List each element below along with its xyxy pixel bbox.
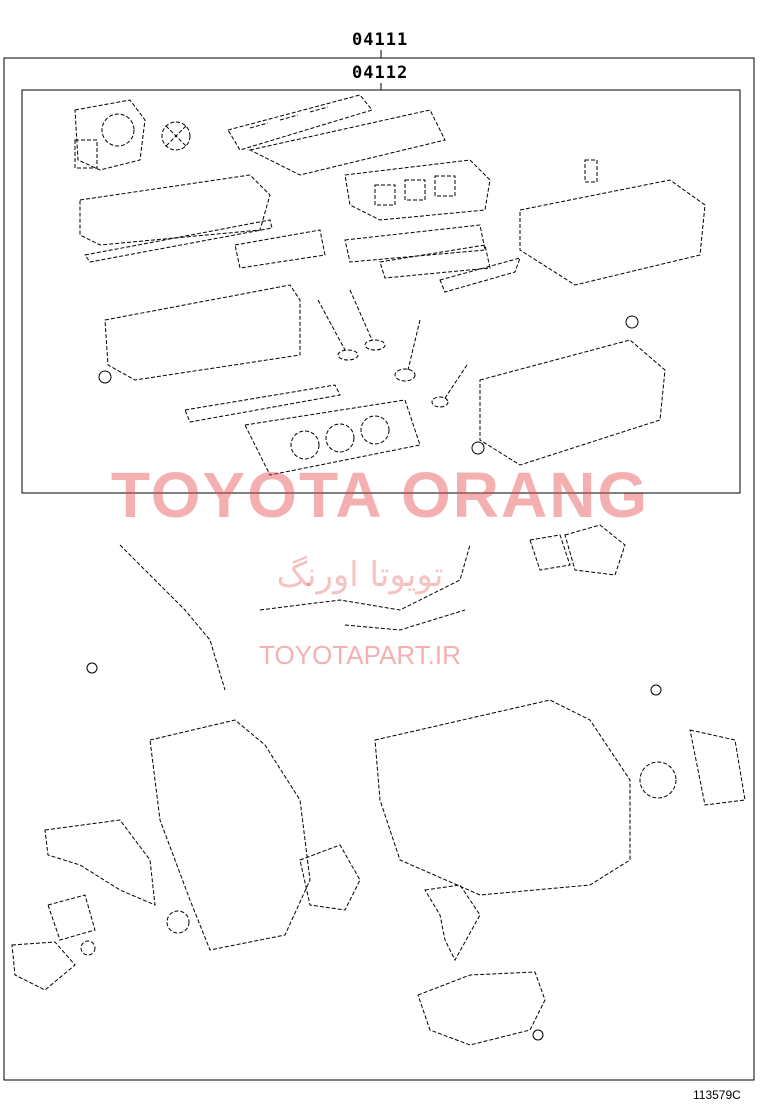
oil-strainer xyxy=(424,884,481,962)
engine-block xyxy=(374,699,631,896)
washer xyxy=(625,315,639,329)
oil-pump xyxy=(299,844,361,911)
head-gasket-1 xyxy=(184,384,341,423)
washer xyxy=(86,662,98,674)
cylinder-head-left xyxy=(104,284,301,381)
drawing-id: 113579C xyxy=(693,1088,741,1102)
inner-set-frame xyxy=(21,89,741,494)
rear-oil-seal xyxy=(639,761,677,799)
intake-screen xyxy=(161,121,191,151)
oil-pan xyxy=(417,971,546,1046)
exhaust-gasket-b xyxy=(344,224,486,263)
washer xyxy=(471,441,485,455)
valve-cover-right xyxy=(519,179,706,286)
oil-filler-cap xyxy=(584,159,598,183)
washer xyxy=(650,684,662,696)
water-inlet xyxy=(529,534,571,571)
exhaust-gasket-d xyxy=(439,257,521,293)
timing-cover xyxy=(149,719,311,951)
upper-intake-gasket xyxy=(248,109,446,176)
throttle-body xyxy=(74,99,146,171)
oil-filter-bracket xyxy=(11,941,76,991)
cylinder-head-right xyxy=(479,339,666,466)
oil-filter xyxy=(47,894,96,941)
rear-seal-retainer xyxy=(689,729,746,806)
head-gasket-2 xyxy=(244,399,421,476)
thermostat-housing xyxy=(564,524,626,576)
exhaust-gasket-a xyxy=(234,229,326,269)
intake-plenum-gasket xyxy=(227,94,373,151)
intake-manifold xyxy=(344,159,491,221)
washer xyxy=(532,1029,544,1041)
water-outlet-pipe xyxy=(259,544,471,631)
watermark-brand-fa: تویوتا اورنگ xyxy=(276,555,444,595)
valve-cover-gasket-left xyxy=(84,219,273,263)
water-pump-gasket xyxy=(44,819,156,906)
inner-set-part-code: 04112 xyxy=(352,63,409,83)
watermark-url: TOYOTAPART.IR xyxy=(259,640,461,670)
o-ring xyxy=(80,940,96,956)
valves xyxy=(317,289,468,408)
outer-set-frame xyxy=(3,57,755,1081)
washer xyxy=(98,370,112,384)
watermark-brand: TOYOTA ORANG xyxy=(110,459,650,531)
crank-seal-front xyxy=(166,910,190,934)
dipstick-guide xyxy=(119,544,226,691)
outer-set-part-code: 04111 xyxy=(352,30,409,50)
exhaust-gasket-c xyxy=(379,244,491,279)
valve-cover-left xyxy=(79,174,271,246)
